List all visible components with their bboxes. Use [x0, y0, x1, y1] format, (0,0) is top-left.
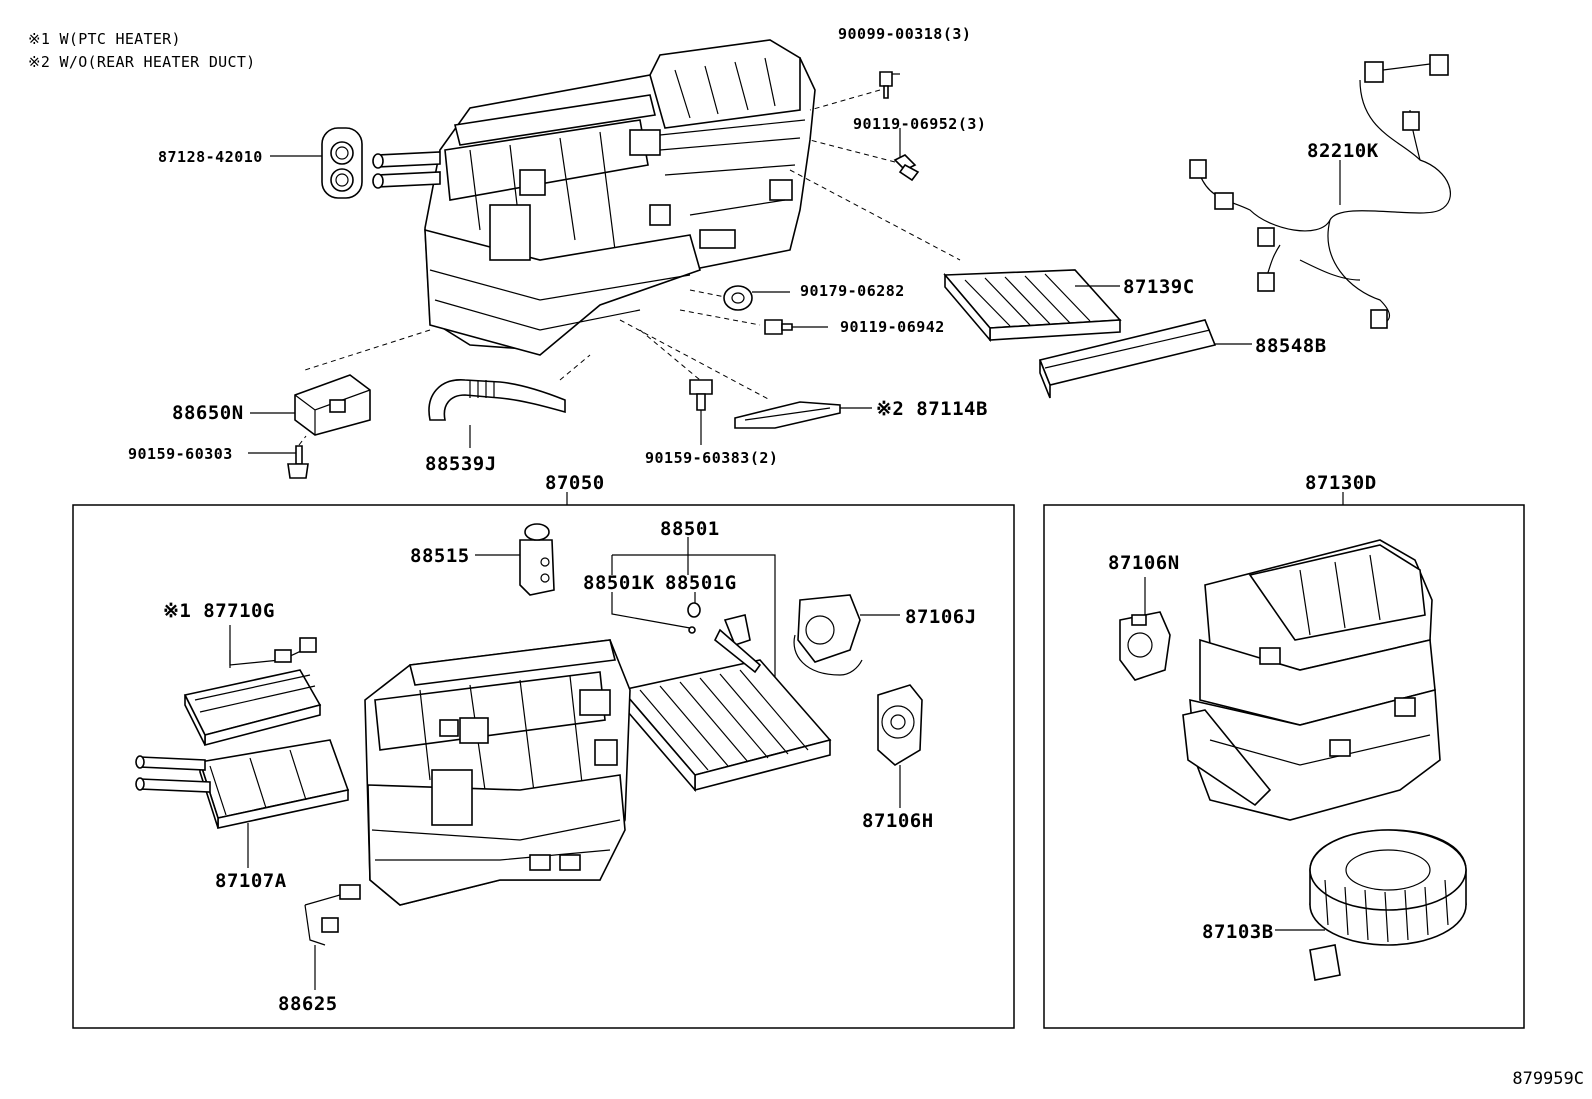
clip-90179: [723, 285, 753, 311]
label-87107A: 87107A: [215, 870, 287, 892]
label-90159-60303: 90159-60303: [128, 445, 233, 463]
label-87106H: 87106H: [862, 810, 934, 832]
screw-90119b: [764, 319, 793, 335]
hose-88539J: [428, 379, 566, 421]
note-rear-heater-duct: ※2 W/O(REAR HEATER DUCT): [28, 53, 256, 71]
label-87128-42010: 87128-42010: [158, 148, 263, 166]
group-box-87130D: [1043, 504, 1525, 1029]
label-88501K: 88501K: [583, 572, 655, 594]
label-87106J: 87106J: [905, 606, 977, 628]
label-90099-00318: 90099-00318(3): [838, 25, 972, 43]
note-ptc-heater: ※1 W(PTC HEATER): [28, 30, 181, 48]
label-90119-06952: 90119-06952(3): [853, 115, 987, 133]
label-87106N: 87106N: [1108, 552, 1180, 574]
label-90159-60383: 90159-60383(2): [645, 449, 779, 467]
label-88539J: 88539J: [425, 453, 497, 475]
label-87130D: 87130D: [1305, 472, 1377, 494]
label-87710G: ※1 87710G: [163, 600, 275, 622]
wire-harness-82210K: [1189, 54, 1451, 329]
figure-id: 879959C: [1512, 1069, 1584, 1089]
heater-core-87107A: [135, 739, 350, 829]
grommet-87128: [321, 127, 363, 199]
filter-87139C: [943, 269, 1122, 343]
label-88650N: 88650N: [172, 402, 244, 424]
screw-90159b: [689, 379, 713, 411]
label-87139C: 87139C: [1123, 276, 1195, 298]
label-90119-06942: 90119-06942: [840, 318, 945, 336]
hvac-unit-top: [372, 39, 816, 356]
label-88501: 88501: [660, 518, 720, 540]
label-90179-06282: 90179-06282: [800, 282, 905, 300]
servo-87106J: [793, 594, 863, 676]
label-87050: 87050: [545, 472, 605, 494]
blower-case-87130D: [1182, 539, 1441, 821]
label-88548B: 88548B: [1255, 335, 1327, 357]
label-88515: 88515: [410, 545, 470, 567]
label-87103B: 87103B: [1202, 921, 1274, 943]
filter-cover-88548B: [1038, 319, 1217, 399]
o-ring-88501K: [688, 626, 696, 634]
label-82210K: 82210K: [1307, 140, 1379, 162]
label-87114B: ※2 87114B: [876, 398, 988, 420]
bolt-90119a: [893, 154, 920, 182]
hvac-case-87050: [364, 639, 631, 906]
screw-90159a: [287, 445, 309, 479]
group-box-87050: [72, 504, 1015, 1029]
bolt-90099: [879, 71, 893, 99]
sensor-88625: [304, 884, 361, 946]
ptc-heater-87710G: [183, 637, 322, 747]
blower-motor-87103B: [1309, 829, 1467, 981]
actuator-88650N: [294, 374, 371, 436]
expansion-valve-88515: [519, 523, 555, 596]
servo-87106H: [877, 684, 923, 766]
o-ring-88501G: [687, 602, 701, 618]
label-88501G: 88501G: [665, 572, 737, 594]
duct-87114B: [734, 401, 841, 429]
label-88625: 88625: [278, 993, 338, 1015]
servo-87106N: [1119, 611, 1171, 681]
